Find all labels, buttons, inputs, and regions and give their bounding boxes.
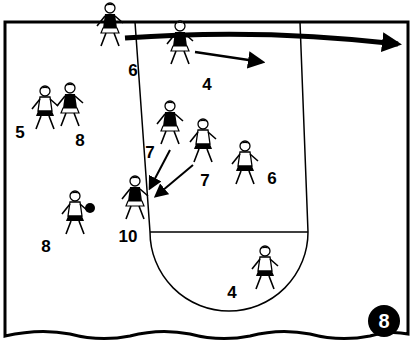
run-arrow [125, 34, 398, 44]
player-number: 4 [202, 76, 211, 93]
player-number: 10 [119, 228, 138, 245]
player-number: 8 [41, 238, 50, 255]
player-number: 8 [75, 132, 84, 149]
player-figure [62, 191, 88, 234]
player-number: 6 [128, 62, 137, 79]
player-number: 7 [200, 172, 209, 189]
player-figure [57, 83, 83, 126]
player-figure [190, 119, 216, 162]
figure-number: 8 [378, 311, 389, 331]
player-number: 7 [145, 144, 154, 161]
court-border [5, 22, 408, 339]
figure-badge [368, 305, 400, 337]
player-number: 4 [227, 284, 236, 301]
pass-arrow [156, 165, 193, 196]
player-figure [232, 141, 258, 184]
player-number: 5 [15, 124, 24, 141]
player-figure [97, 3, 123, 46]
player-figure [167, 21, 193, 64]
run-arrow [195, 52, 262, 62]
player-figure [252, 246, 278, 289]
ball [85, 203, 95, 213]
player-figure [157, 101, 183, 144]
player-figure [32, 86, 58, 129]
key-lines [135, 22, 308, 232]
player-figure [122, 176, 148, 219]
player-number: 6 [267, 170, 276, 187]
key-arc [150, 232, 308, 311]
